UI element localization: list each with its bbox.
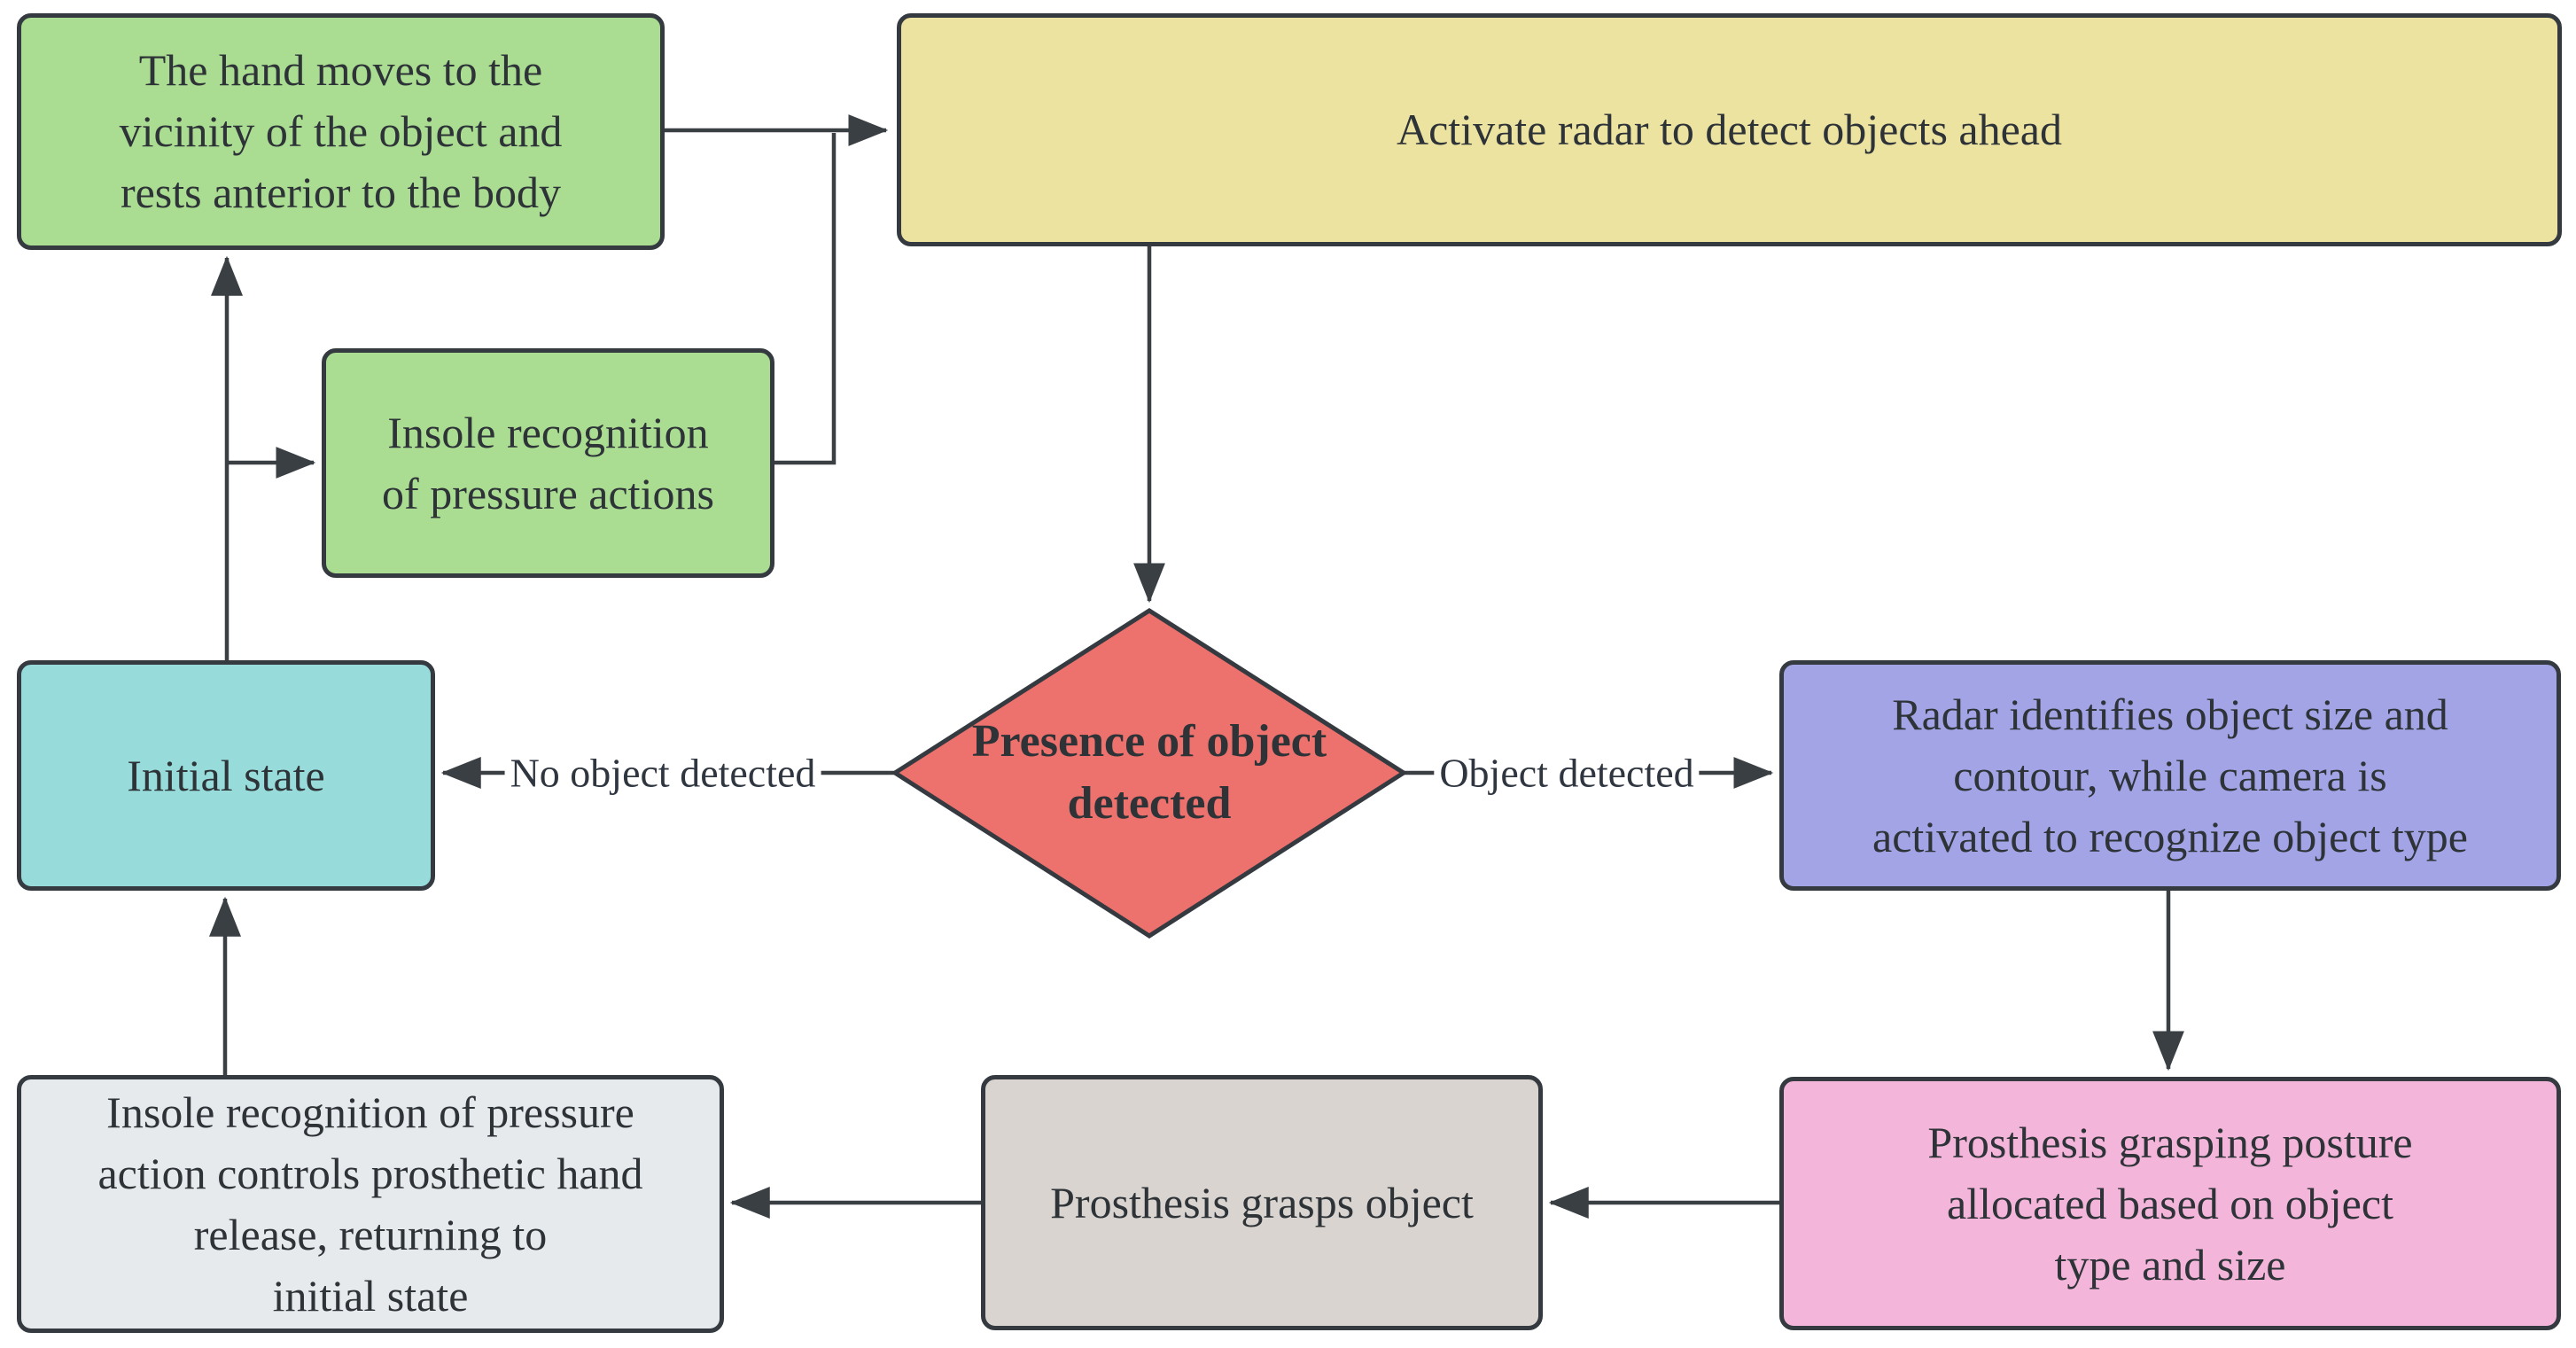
decision-presence-diamond xyxy=(891,608,1408,939)
node-hand-moves: The hand moves to the vicinity of the ob… xyxy=(17,13,665,250)
node-initial-state-label: Initial state xyxy=(127,750,325,800)
node-presence-decision-label: Presence of object detected xyxy=(971,715,1327,829)
node-grasping-posture-label: Prosthesis grasping posture allocated ba… xyxy=(1927,1117,2413,1290)
node-insole-recognition-label: Insole recognition of pressure actions xyxy=(382,407,714,518)
node-prosthesis-grasps-label: Prosthesis grasps object xyxy=(1050,1177,1474,1227)
edge-label-object-detected: Object detected xyxy=(1434,749,1700,799)
node-hand-release: Insole recognition of pressure action co… xyxy=(17,1075,724,1333)
node-prosthesis-grasps: Prosthesis grasps object xyxy=(981,1075,1543,1330)
node-insole-recognition: Insole recognition of pressure actions xyxy=(322,348,774,578)
node-activate-radar-label: Activate radar to detect objects ahead xyxy=(1396,105,2062,154)
node-activate-radar: Activate radar to detect objects ahead xyxy=(897,13,2562,246)
node-initial-state: Initial state xyxy=(17,660,435,891)
edge-label-no-object-detected: No object detected xyxy=(504,749,821,799)
node-grasping-posture: Prosthesis grasping posture allocated ba… xyxy=(1779,1077,2561,1330)
edge-insole-to-junction xyxy=(774,133,837,465)
node-presence-decision: Presence of object detected xyxy=(928,684,1371,861)
node-radar-identifies: Radar identifies object size and contour… xyxy=(1779,660,2561,891)
node-hand-moves-label: The hand moves to the vicinity of the ob… xyxy=(119,45,563,217)
node-radar-identifies-label: Radar identifies object size and contour… xyxy=(1872,689,2468,861)
node-hand-release-label: Insole recognition of pressure action co… xyxy=(97,1087,643,1321)
